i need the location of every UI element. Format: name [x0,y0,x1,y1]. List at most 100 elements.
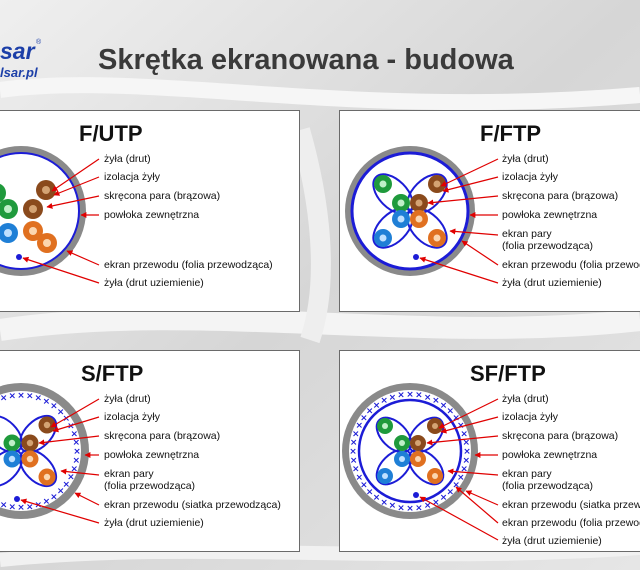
panel-title-sftp: S/FTP [81,361,144,386]
sfftp-cable-diagram: ×××××××××××××××××××××××××××××××××××××××× [342,383,499,541]
label-skrecona-para: skręcona para (brązowa) [502,430,619,442]
label-powloka: powłoka zewnętrzna [502,449,598,461]
braid-mark: × [67,472,75,482]
label-zyla-uziemienie: żyła (drut uziemienie) [104,277,204,289]
panel-fftp: F/FTP żyła (drut) izolacja żyły skręcona… [339,110,640,312]
braid-mark: × [460,465,468,475]
fftp-drain-wire [413,254,419,260]
label-ekran-przewodu: ekran przewodu (folia przewodząca) [104,259,273,271]
braid-mark: × [415,391,423,401]
label-ekran-pary: ekran pary [502,228,552,240]
label-powloka: powłoka zewnętrzna [104,209,200,221]
label-ekran-pary-2: (folia przewodząca) [502,480,594,492]
label-skrecona-para: skręcona para (brązowa) [104,430,221,442]
braid-mark: × [63,414,71,424]
braid-mark: × [432,498,440,508]
logo-registered-mark: ® [36,39,42,46]
panel-title-fftp: F/FTP [480,121,542,146]
braid-mark: × [406,390,414,400]
braid-mark: × [424,501,432,511]
label-ekran-przewodu: ekran przewodu (folia przewodzącej) [502,259,640,271]
braid-mark: × [352,429,360,439]
braid-mark: × [406,504,414,514]
braid-mark: × [397,503,405,513]
braid-mark: × [17,391,25,401]
braid-mark: × [463,438,471,448]
braid-mark: × [67,422,75,432]
braid-mark: × [397,391,405,401]
braid-mark: × [350,438,358,448]
label-izolacja: izolacja żyły [104,411,161,423]
label-izolacja: izolacja żyły [502,171,559,183]
braid-mark: × [349,447,357,457]
label-ekran-pary-2: (folia przewodząca) [104,480,196,492]
braid-mark: × [350,456,358,466]
label-zyla-drut: żyła (drut) [104,153,151,165]
braid-mark: × [73,456,81,466]
braid-mark: × [373,493,381,503]
braid-mark: × [355,421,363,431]
braid-mark: × [70,430,78,440]
panel-title-sfftp: SF/FTP [470,361,546,386]
braid-mark: × [452,413,460,423]
sfftp-drain-wire [413,492,419,498]
braid-mark: × [0,394,7,404]
braid-mark: × [380,498,388,508]
pair-orange [23,221,57,253]
label-ekran-przewodu-siatka: ekran przewodu (siatka przewodząca) [502,499,640,511]
fftp-cable-diagram [345,146,499,284]
braid-mark: × [35,394,43,404]
braid-mark: × [17,503,25,513]
braid-mark: × [424,393,432,403]
braid-mark: × [63,480,71,490]
braid-mark: × [447,487,455,497]
page-title: Skrętka ekranowana - budowa [98,44,514,76]
braid-mark: × [26,392,34,402]
braid-mark: × [360,413,368,423]
logo-text: sar [0,38,35,64]
logo-url: lsar.pl [0,65,38,80]
label-ekran-przewodu: ekran przewodu (siatka przewodząca) [104,499,281,511]
braid-mark: × [70,464,78,474]
panel-sftp: ×××××××××××××××××××××××××××××××××××××××× [0,350,300,552]
braid-mark: × [440,493,448,503]
pair-green [0,183,18,219]
label-ekran-pary: ekran pary [502,468,552,480]
braid-mark: × [57,407,65,417]
braid-mark: × [366,407,374,417]
label-zyla-drut: żyła (drut) [104,393,151,405]
braid-mark: × [8,502,16,512]
panel-sfftp: ×××××××××××××××××××××××××××××××××××××××× [339,350,640,552]
braid-mark: × [457,473,465,483]
braid-mark: × [43,497,51,507]
pair-brown [23,180,56,219]
braid-mark: × [50,492,58,502]
label-zyla-uziemienie: żyła (drut uziemienie) [502,535,602,547]
label-ekran-pary-2: (folia przewodząca) [502,240,594,252]
braid-mark: × [26,502,34,512]
braid-mark: × [463,456,471,466]
label-powloka: powłoka zewnętrzna [502,209,598,221]
braid-mark: × [440,401,448,411]
braid-mark: × [452,481,460,491]
sftp-cable-diagram: ×××××××××××××××××××××××××××××××××××××××× [0,383,100,524]
sftp-braid-shield: ×××××××××××××××××××××××××××××××××××××××× [0,391,81,513]
braid-mark: × [463,447,471,457]
braid-mark: × [457,421,465,431]
label-zyla-uziemienie: żyła (drut uziemienie) [502,277,602,289]
label-ekran-pary: ekran pary [104,468,154,480]
braid-mark: × [360,481,368,491]
braid-mark: × [355,473,363,483]
sftp-drain-wire [14,496,20,502]
braid-mark: × [380,396,388,406]
label-skrecona-para: skręcona para (brązowa) [104,190,221,202]
sfftp-braid-shield: ×××××××××××××××××××××××××××××××××××××××× [349,390,471,514]
label-izolacja: izolacja żyły [104,171,161,183]
label-powloka: powłoka zewnętrzna [104,449,200,461]
panel-title-futp: F/UTP [79,121,143,146]
pair-blue [0,223,18,243]
braid-mark: × [50,402,58,412]
futp-drain-wire [16,254,22,260]
braid-mark: × [415,503,423,513]
braid-mark: × [43,397,51,407]
